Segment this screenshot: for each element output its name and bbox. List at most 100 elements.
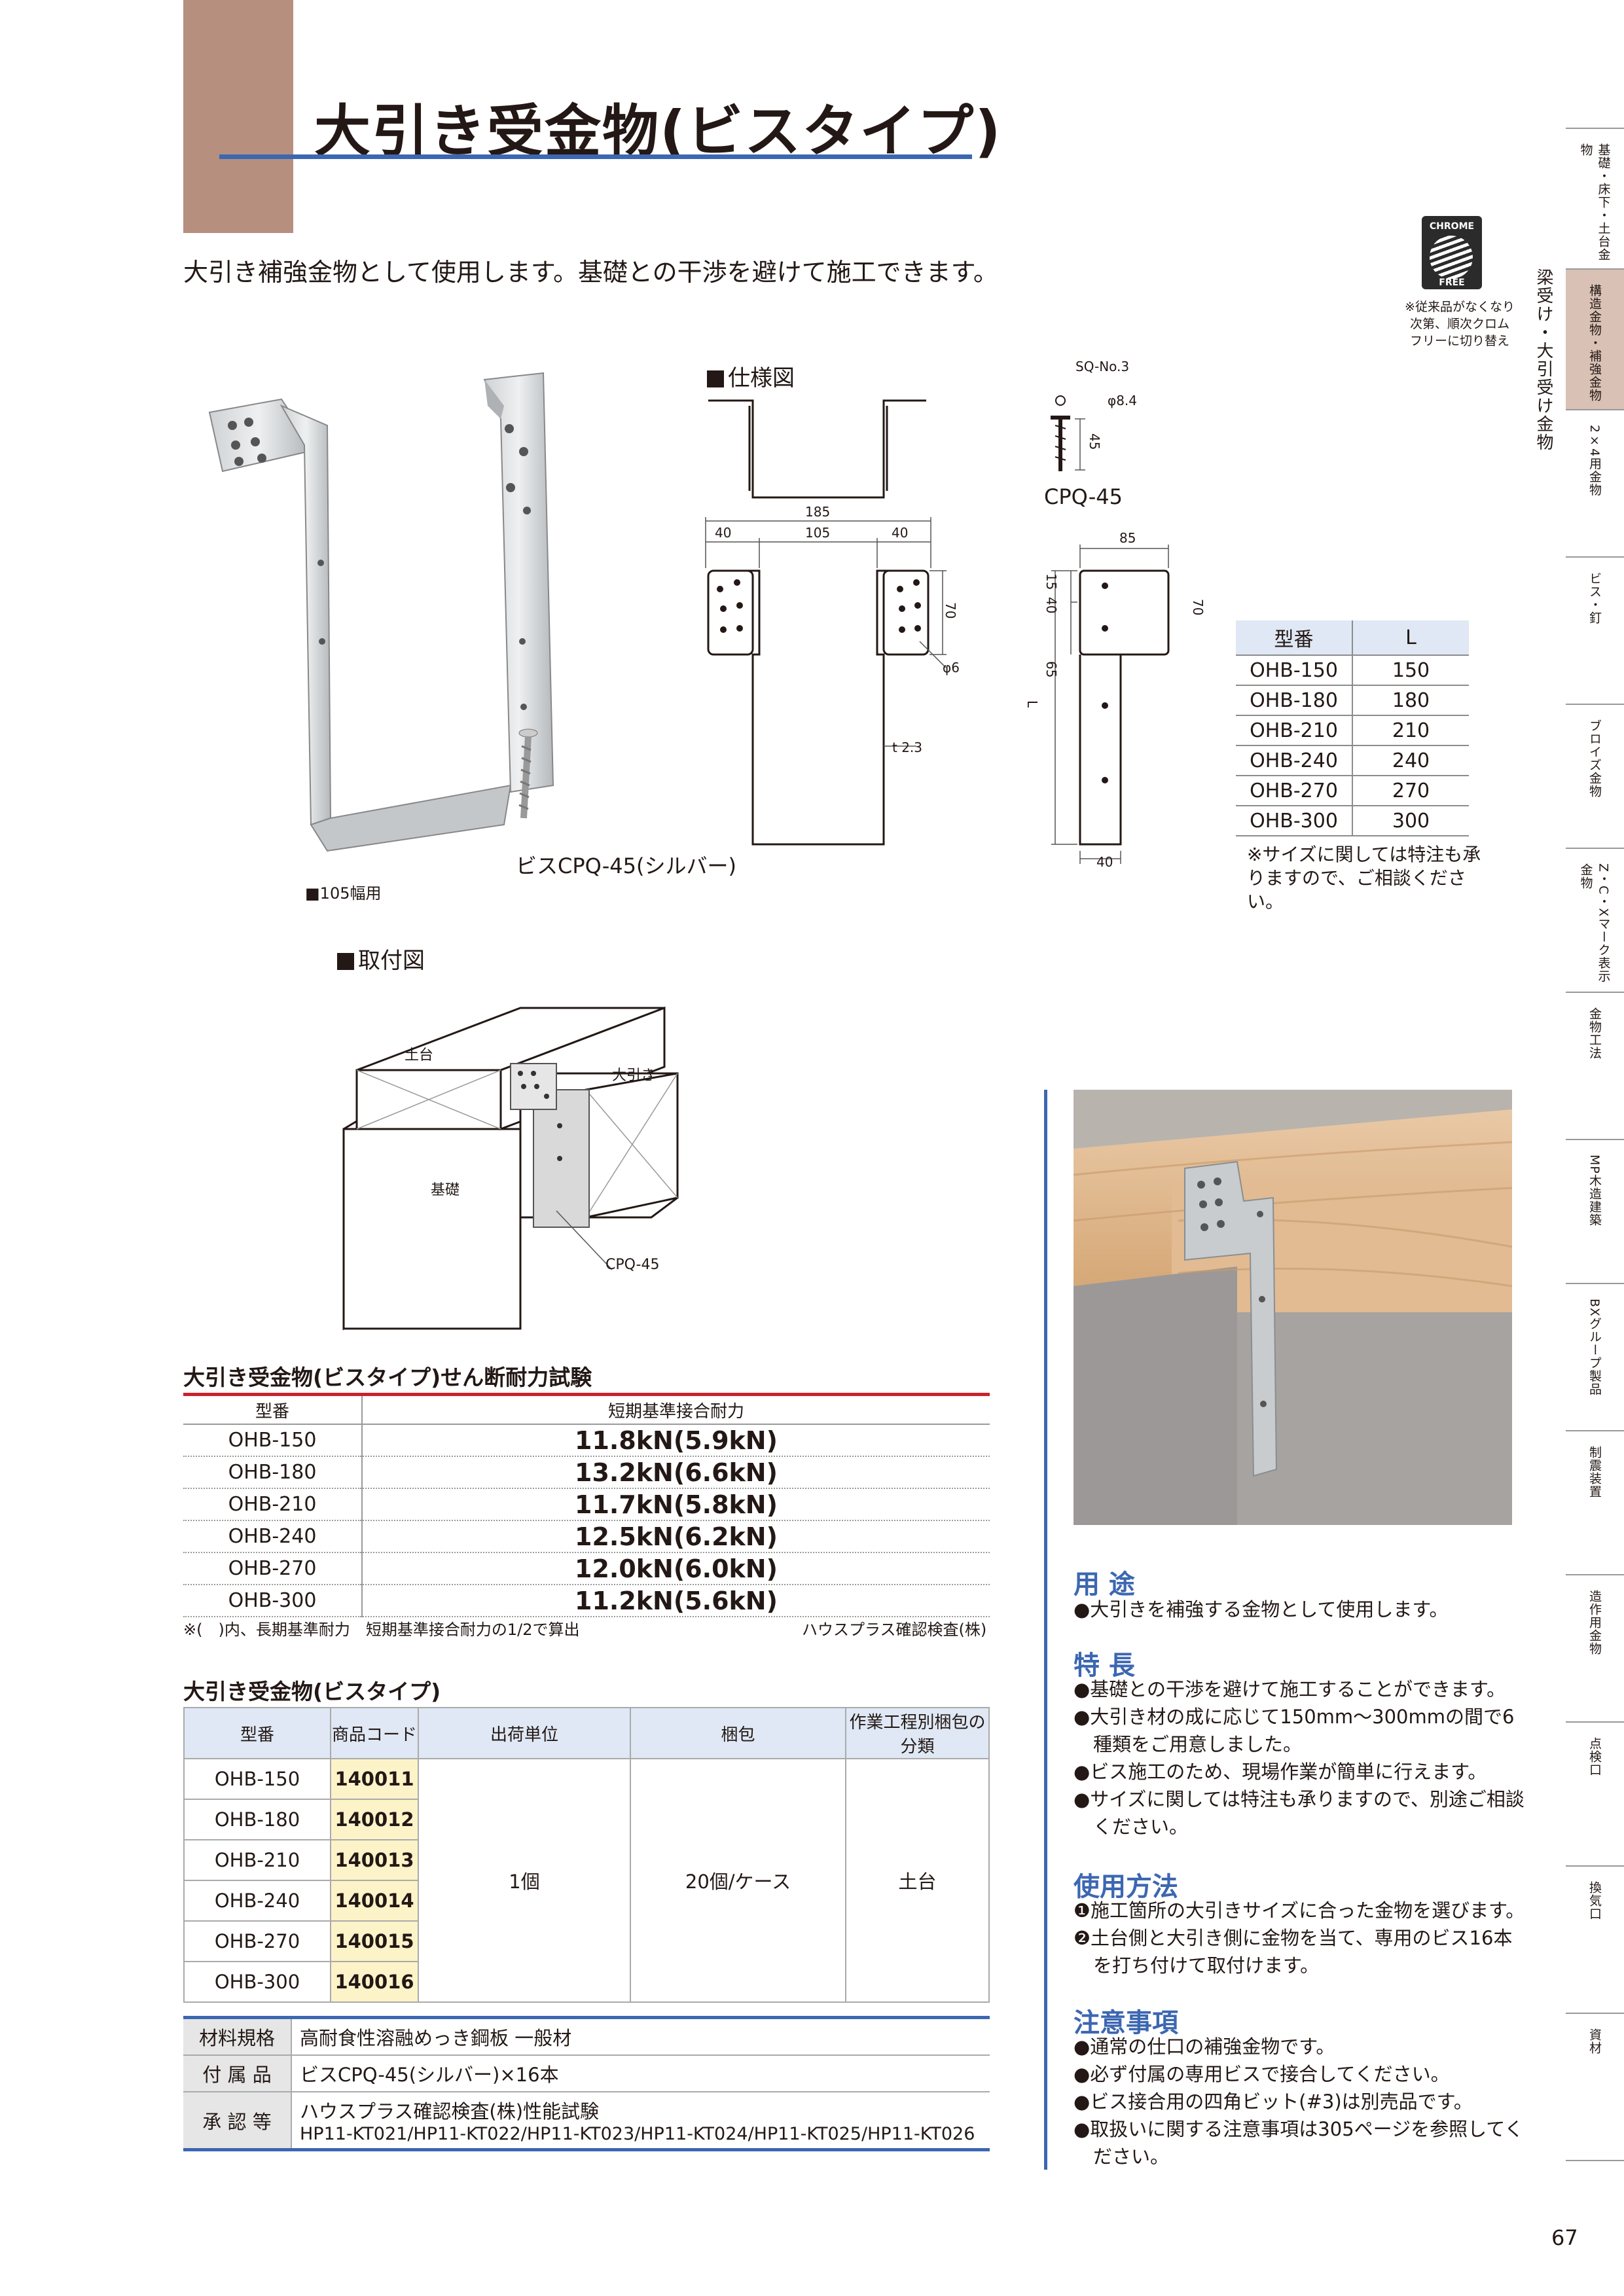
tab-broiz[interactable]: ブロイズ金物: [1566, 705, 1624, 849]
cell-model: OHB-300: [1236, 806, 1353, 836]
cell-code: 140012: [330, 1799, 419, 1840]
tab-kanamono-method[interactable]: 金物工法: [1566, 993, 1624, 1140]
cell-model: OHB-270: [1236, 776, 1353, 806]
cell-model: OHB-180: [1236, 685, 1353, 716]
cell-unit: 1個: [418, 1758, 631, 2003]
tab-screws[interactable]: ビス・釘: [1566, 558, 1624, 705]
col-code: 商品コード: [330, 1707, 419, 1759]
list-item: ●大引きを補強する金物として使用します。: [1074, 1598, 1449, 1621]
table-row: 付 属 品ビスCPQ-45(シルバー)×16本: [183, 2055, 990, 2092]
cell-value: ハウスプラス確認検査(株)性能試験 HP11-KT021/HP11-KT022/…: [291, 2092, 990, 2151]
cell-strength: 11.2kN(5.6kN): [362, 1585, 990, 1617]
approval-codes: HP11-KT021/HP11-KT022/HP11-KT023/HP11-KT…: [300, 2124, 975, 2144]
badge-top-text: CHROME: [1429, 221, 1475, 232]
install-drawing: [342, 1006, 679, 1331]
spec-drawing: [705, 395, 1170, 864]
usage-heading: 用 途: [1074, 1570, 1135, 1600]
column-rule: [1044, 1090, 1047, 2170]
cell-value: ビスCPQ-45(シルバー)×16本: [291, 2055, 990, 2092]
cell-code: 140013: [330, 1839, 419, 1881]
cell-l: 240: [1352, 745, 1469, 776]
cell-code: 140016: [330, 1961, 419, 2003]
page-title: 大引き受金物(ビスタイプ): [314, 99, 1002, 164]
table-row: 承 認 等 ハウスプラス確認検査(株)性能試験 HP11-KT021/HP11-…: [183, 2092, 990, 2151]
dim-side-height: 70: [1190, 599, 1206, 616]
badge-note: ※従来品がなくなり 次第、順次クロム フリーに切り替え: [1375, 298, 1545, 350]
page-number: 67: [1551, 2225, 1578, 2250]
screw-bit: SQ-No.3: [1075, 359, 1130, 374]
tab-zcx[interactable]: Z・C・Xマーク表示金物: [1566, 849, 1624, 993]
tab-inspection[interactable]: 点検口: [1566, 1723, 1624, 1867]
howto-heading: 使用方法: [1074, 1872, 1178, 1902]
screw-name: CPQ-45: [1044, 484, 1123, 509]
tab-label: 換気口: [1587, 1881, 1602, 1920]
list-item: ❷土台側と大引き側に金物を当て、専用のビス16本を打ち付けて取付けます。: [1074, 1927, 1513, 1977]
cell-key: 付 属 品: [183, 2055, 292, 2092]
tab-label: 構造金物・補強金物: [1587, 284, 1602, 402]
tab-materials[interactable]: 資材: [1566, 2014, 1624, 2161]
product-illustration: [208, 372, 554, 852]
cell-code: 140014: [330, 1880, 419, 1922]
install-beam-label: 大引き: [612, 1067, 656, 1084]
shear-test-title: 大引き受金物(ビスタイプ)せん断耐力試験: [183, 1365, 592, 1390]
title-rule: [219, 154, 972, 159]
tab-fixture[interactable]: 造作用金物: [1566, 1575, 1624, 1723]
list-item: ●取扱いに関する注意事項は305ページを参照してください。: [1074, 2118, 1524, 2168]
features-list: ●基礎との干渉を避けて施工することができます。 ●大引き材の成に応じて150mm…: [1074, 1676, 1525, 1840]
badge-note-line: フリーに切り替え: [1409, 334, 1509, 348]
dim-height: 70: [943, 602, 958, 619]
tab-label: ブロイズ金物: [1587, 719, 1602, 798]
cell-strength: 12.5kN(6.2kN): [362, 1520, 990, 1553]
side-index-tabs: 基礎・床下・土台金物 構造金物・補強金物 2×4用金物 ビス・釘 ブロイズ金物 …: [1566, 128, 1624, 2161]
cell-model: OHB-300: [183, 1961, 331, 2003]
tab-label: 制震装置: [1587, 1446, 1602, 1498]
badge-note-line: ※従来品がなくなり: [1405, 300, 1515, 314]
cell-strength: 11.7kN(5.8kN): [362, 1488, 990, 1521]
tab-mp[interactable]: MP木造建築: [1566, 1140, 1624, 1284]
tab-2x4[interactable]: 2×4用金物: [1566, 410, 1624, 558]
usage-list: ●大引きを補強する金物として使用します。: [1074, 1596, 1525, 1623]
tab-structural[interactable]: 構造金物・補強金物: [1566, 270, 1624, 410]
table-header-row: 型番 短期基準接合耐力: [183, 1394, 990, 1425]
dim-thickness: t 2.3: [892, 740, 923, 755]
col-model: 型番: [183, 1394, 363, 1425]
approval-line: ハウスプラス確認検査(株)性能試験: [300, 2100, 600, 2123]
tab-label: 点検口: [1587, 1737, 1602, 1776]
dim-total: 185: [805, 504, 831, 520]
cell-l: 180: [1352, 685, 1469, 716]
features-heading: 特 長: [1074, 1651, 1135, 1681]
cell-model: OHB-210: [183, 1488, 363, 1521]
screw-icon: [518, 728, 538, 819]
dim-right: 40: [892, 525, 909, 541]
cell-class: 土台: [845, 1758, 990, 2003]
list-item: ●通常の仕口の補強金物です。: [1074, 2036, 1335, 2058]
dim-side-width: 85: [1119, 530, 1136, 546]
table-row: OHB-150 140011 1個 20個/ケース 土台: [183, 1758, 990, 2003]
dim-side-l: L: [1024, 700, 1040, 708]
table-row: 材料規格高耐食性溶融めっき鋼板 一般材: [183, 2017, 990, 2056]
tab-damper[interactable]: 制震装置: [1566, 1431, 1624, 1575]
tab-bx[interactable]: BXグループ製品: [1566, 1284, 1624, 1431]
tab-label: 資材: [1587, 2028, 1602, 2054]
tab-vent[interactable]: 換気口: [1566, 1867, 1624, 2014]
size-note: ※サイズに関しては特注も承りますので、ご相談ください。: [1247, 844, 1481, 912]
tab-label: 2×4用金物: [1587, 425, 1602, 497]
cell-model: OHB-240: [183, 1880, 331, 1922]
material-table: 材料規格高耐食性溶融めっき鋼板 一般材 付 属 品ビスCPQ-45(シルバー)×…: [183, 2016, 990, 2151]
cell-model: OHB-180: [183, 1456, 363, 1489]
cautions-heading: 注意事項: [1074, 2008, 1178, 2038]
list-item: ●ビス施工のため、現場作業が簡単に行えます。: [1074, 1761, 1487, 1783]
tab-foundation[interactable]: 基礎・床下・土台金物: [1566, 129, 1624, 270]
cell-l: 270: [1352, 776, 1469, 806]
cell-model: OHB-210: [1236, 715, 1353, 746]
cell-model: OHB-150: [183, 1424, 363, 1457]
width-caption: ■105幅用: [305, 884, 382, 903]
